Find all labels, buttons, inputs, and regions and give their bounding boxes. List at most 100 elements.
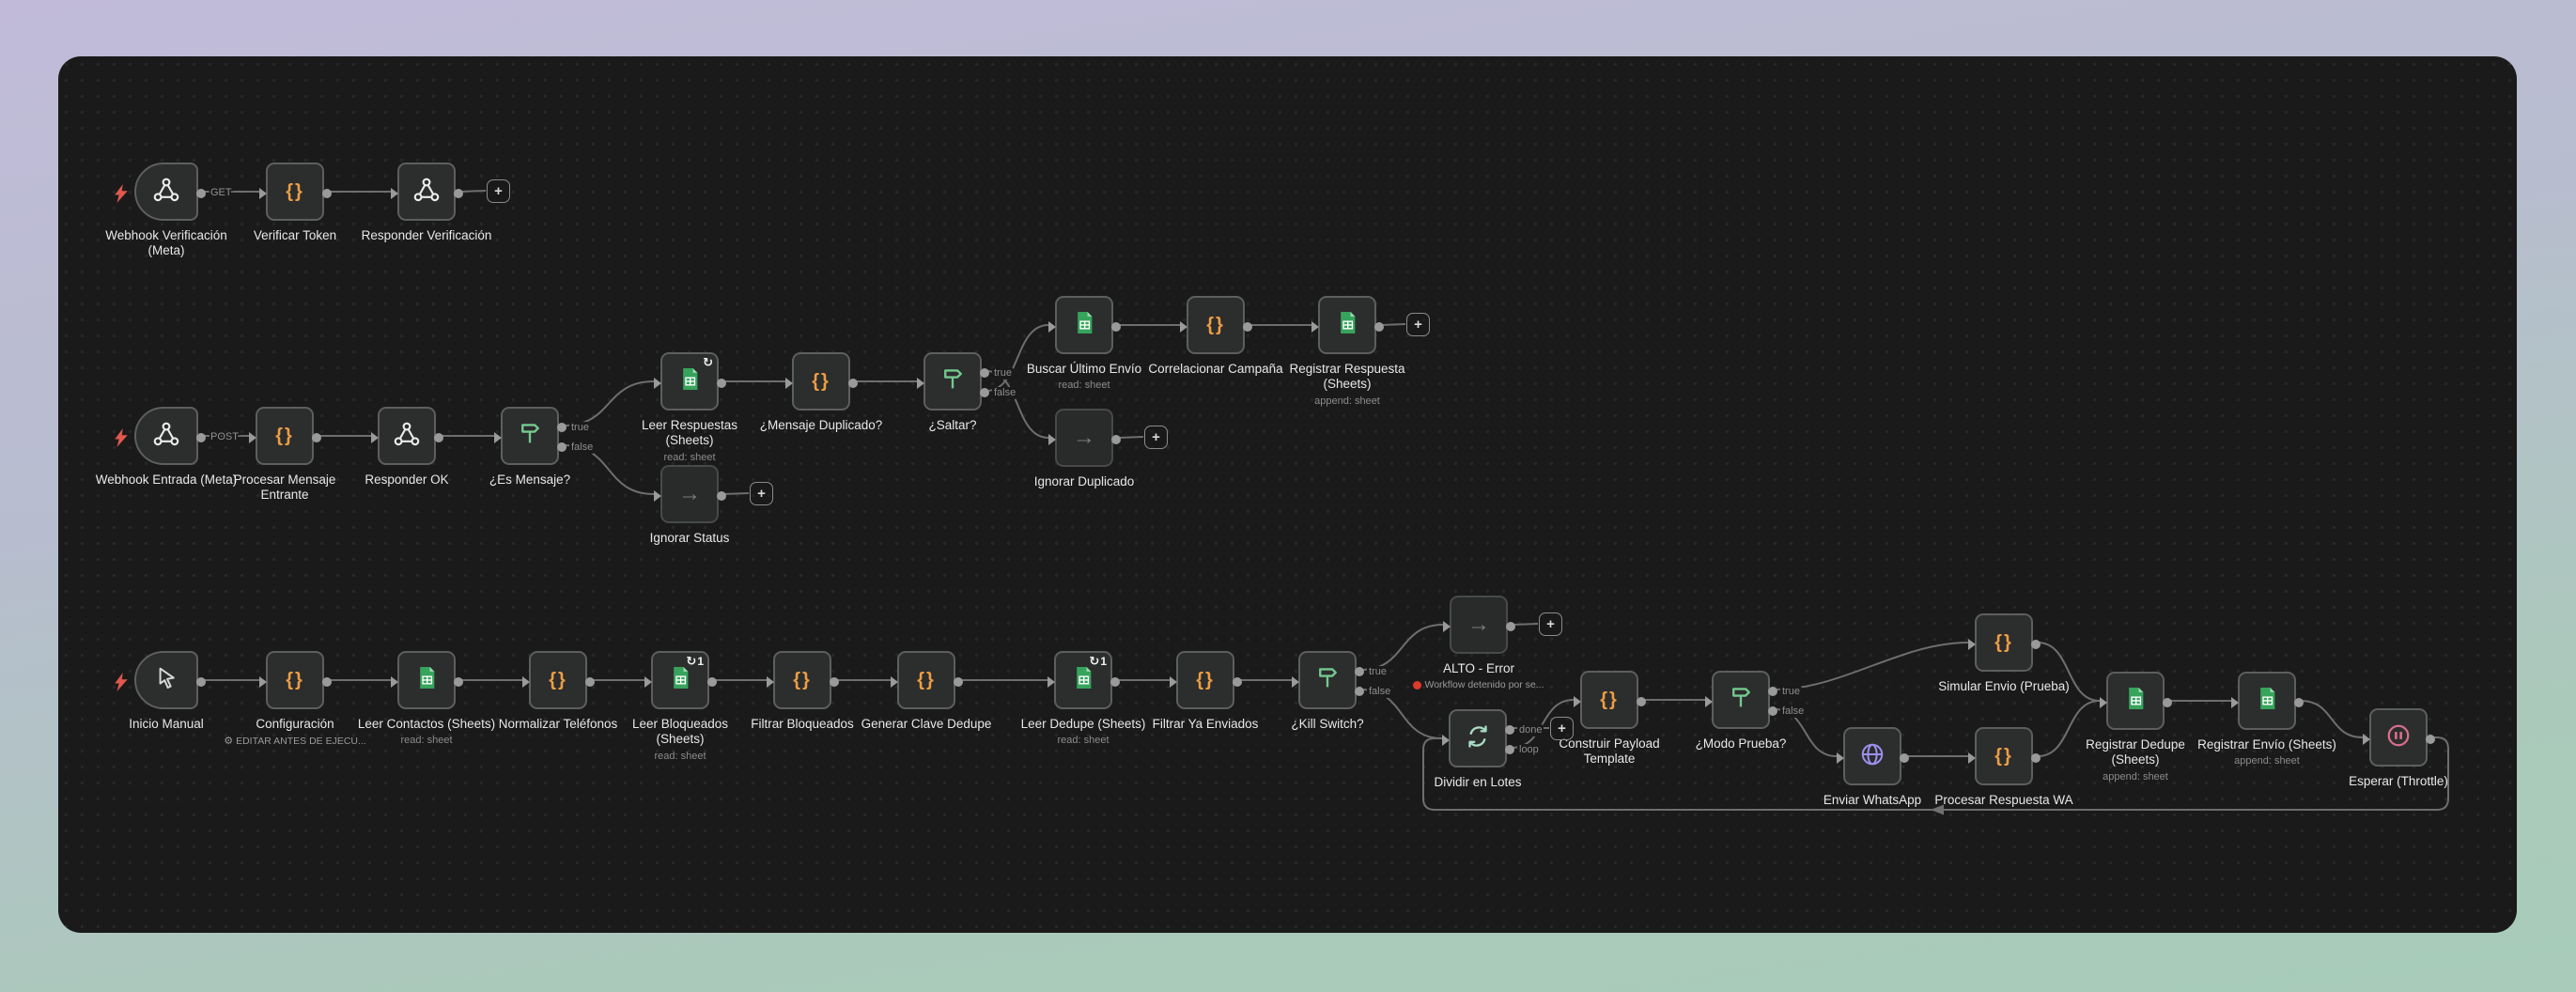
- node-leer-bloqueados[interactable]: ↻1 Leer Bloqueados (Sheets)read: sheet: [632, 651, 728, 762]
- input-port[interactable]: [1292, 676, 1299, 688]
- input-port[interactable]: [249, 432, 256, 443]
- input-port[interactable]: [917, 378, 924, 389]
- connection-responder-verificacion--plus-1[interactable]: [459, 190, 487, 193]
- output-port[interactable]: [196, 677, 206, 687]
- output-port[interactable]: [717, 379, 726, 388]
- input-port[interactable]: [1443, 621, 1451, 632]
- input-port[interactable]: [1180, 321, 1187, 333]
- output-port-true[interactable]: [1768, 687, 1777, 696]
- node-generar-clave[interactable]: {} Generar Clave Dedupe: [861, 651, 991, 731]
- input-port[interactable]: [654, 490, 661, 502]
- node-leer-contactos[interactable]: Leer Contactos (Sheets)read: sheet: [358, 651, 495, 746]
- connection-registrar-respuesta--plus-3[interactable]: [1380, 323, 1406, 326]
- node-correlacionar[interactable]: {} Correlacionar Campaña: [1148, 296, 1283, 376]
- connection-simular-envio--registrar-dedupe[interactable]: [2037, 642, 2101, 702]
- output-port[interactable]: [1233, 677, 1242, 687]
- output-port[interactable]: [717, 491, 726, 501]
- node-filtrar-bloqueados[interactable]: {} Filtrar Bloqueados: [751, 651, 854, 731]
- add-node-button-plus-5[interactable]: +: [1539, 612, 1562, 636]
- node-normalizar-telefonos[interactable]: {} Normalizar Teléfonos: [499, 651, 617, 731]
- input-port[interactable]: [1311, 321, 1319, 333]
- connection-loopback[interactable]: [1422, 736, 2449, 811]
- input-port[interactable]: [654, 378, 661, 389]
- output-port[interactable]: [1900, 753, 1909, 763]
- output-port[interactable]: [196, 433, 206, 442]
- node-leer-respuestas[interactable]: ↻ Leer Respuestas (Sheets)read: sheet: [642, 352, 737, 463]
- output-port[interactable]: [1243, 322, 1252, 332]
- output-port[interactable]: [196, 189, 206, 198]
- input-port[interactable]: [1837, 752, 1844, 764]
- node-simular-envio[interactable]: {} Simular Envio (Prueba): [1938, 613, 2070, 693]
- output-port[interactable]: [434, 433, 443, 442]
- output-port[interactable]: [312, 433, 321, 442]
- output-port[interactable]: [1637, 697, 1646, 706]
- output-port[interactable]: [454, 189, 463, 198]
- output-port-false[interactable]: [557, 442, 566, 452]
- input-port[interactable]: [1574, 696, 1581, 707]
- node-registrar-envio[interactable]: Registrar Envío (Sheets)append: sheet: [2197, 672, 2336, 767]
- node-ignorar-duplicado[interactable]: → Ignorar Duplicado: [1034, 409, 1134, 488]
- node-enviar-whatsapp[interactable]: Enviar WhatsApp: [1823, 727, 1921, 807]
- connection-procesar-respuesta-wa--registrar-dedupe[interactable]: [2037, 700, 2101, 757]
- output-port[interactable]: [322, 189, 332, 198]
- output-port[interactable]: [830, 677, 839, 687]
- input-port[interactable]: [1442, 735, 1450, 746]
- input-port[interactable]: [1968, 639, 1976, 650]
- input-port[interactable]: [1170, 676, 1177, 688]
- node-inicio-manual[interactable]: Inicio Manual: [115, 651, 206, 731]
- connection-registrar-envio--esperar-throttle[interactable]: [2300, 700, 2364, 738]
- output-port[interactable]: [1506, 622, 1515, 631]
- connection-ignorar-status--plus-2[interactable]: [722, 492, 750, 495]
- connection-modo-prueba--simular-envio[interactable]: [1774, 642, 1969, 690]
- input-port[interactable]: [259, 676, 267, 688]
- output-port[interactable]: [1374, 322, 1384, 332]
- connection-kill-switch--alto-error[interactable]: [1360, 624, 1444, 671]
- add-node-button-plus-3[interactable]: +: [1406, 313, 1430, 336]
- output-port[interactable]: [2031, 753, 2041, 763]
- input-port[interactable]: [1048, 321, 1056, 333]
- input-port[interactable]: [494, 432, 502, 443]
- input-port[interactable]: [2231, 697, 2239, 708]
- node-procesar-mensaje[interactable]: {} Procesar Mensaje Entrante: [234, 407, 335, 502]
- output-port[interactable]: [2426, 735, 2435, 744]
- node-configuracion[interactable]: {} Configuración⚙EDITAR ANTES DE EJECU..…: [224, 651, 366, 747]
- output-port-true[interactable]: [980, 368, 989, 378]
- output-port[interactable]: [848, 379, 858, 388]
- output-port[interactable]: [1111, 322, 1121, 332]
- input-port[interactable]: [391, 188, 398, 199]
- node-responder-ok[interactable]: Responder OK: [365, 407, 449, 487]
- node-filtrar-ya-enviados[interactable]: {} Filtrar Ya Enviados: [1153, 651, 1258, 731]
- output-port[interactable]: [322, 677, 332, 687]
- output-port[interactable]: [585, 677, 595, 687]
- input-port[interactable]: [259, 188, 267, 199]
- input-port[interactable]: [1705, 696, 1713, 707]
- node-construir-payload[interactable]: {} Construir Payload Template: [1559, 671, 1660, 766]
- node-mensaje-duplicado[interactable]: {} ¿Mensaje Duplicado?: [760, 352, 882, 432]
- output-port-true[interactable]: [557, 423, 566, 432]
- node-webhook-entrada[interactable]: Webhook Entrada (Meta): [96, 407, 237, 487]
- add-node-button-plus-1[interactable]: +: [487, 179, 510, 203]
- output-port[interactable]: [954, 677, 963, 687]
- output-port[interactable]: [454, 677, 463, 687]
- output-port[interactable]: [707, 677, 717, 687]
- output-port[interactable]: [2294, 698, 2304, 707]
- add-node-button-plus-6[interactable]: +: [1550, 717, 1574, 740]
- connection-alto-error--plus-5[interactable]: [1512, 623, 1539, 626]
- output-port-false[interactable]: [1768, 706, 1777, 716]
- input-port[interactable]: [1048, 434, 1056, 445]
- input-port[interactable]: [644, 676, 652, 688]
- connection-saltar--buscar-ultimo[interactable]: [985, 324, 1049, 392]
- workflow-canvas[interactable]: [58, 56, 2517, 933]
- output-port[interactable]: [1111, 435, 1121, 444]
- output-port-loop[interactable]: [1505, 745, 1514, 754]
- output-port-false[interactable]: [1355, 687, 1364, 696]
- node-registrar-dedupe[interactable]: Registrar Dedupe (Sheets)append: sheet: [2086, 672, 2185, 783]
- output-port-false[interactable]: [980, 388, 989, 397]
